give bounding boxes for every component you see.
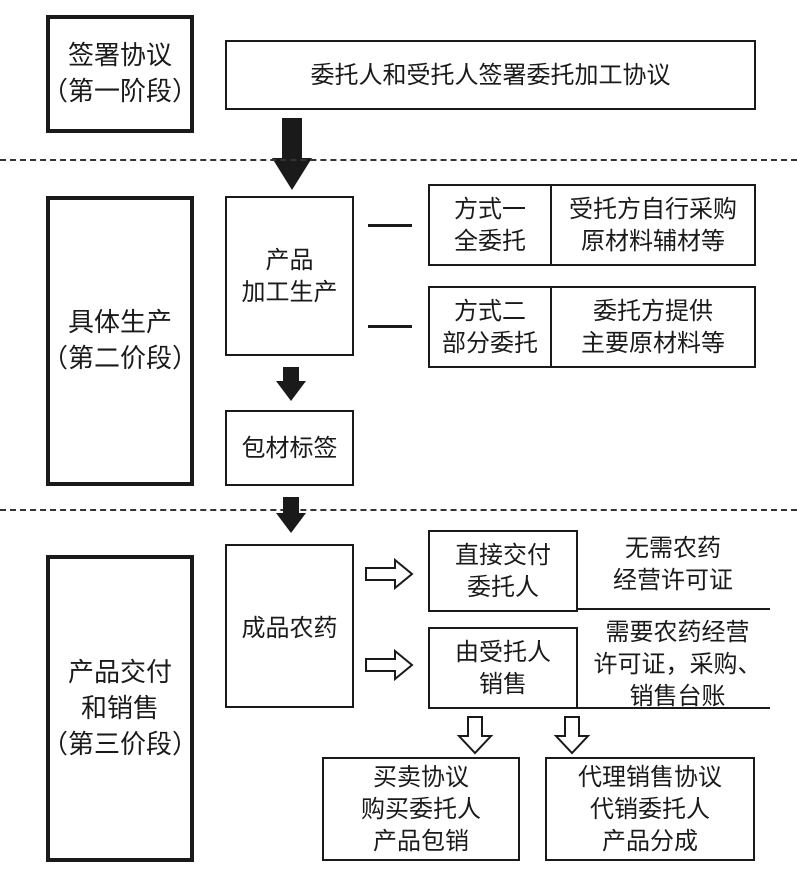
consignment-agreement-box: 代理销售协议 代销委托人 产品分成 (545, 757, 755, 861)
mode-2-name: 方式二 部分委托 (430, 288, 552, 366)
stage-2-box: 具体生产 （第二价段） (42, 196, 198, 486)
mode-1-desc-line1: 受托方自行采购 (569, 195, 737, 223)
direct-delivery-line1: 直接交付 (455, 541, 551, 569)
mode-1-name-line2: 全委托 (454, 227, 526, 255)
stage-divider-2 (0, 509, 797, 511)
buyout-line3: 产品包销 (373, 827, 469, 855)
direct-note-line1: 无需农药 (625, 534, 721, 562)
agent-note-line1: 需要农药经营 (605, 618, 750, 646)
stage-1-box: 签署协议 （第一阶段） (42, 15, 198, 133)
agent-sales-line1: 由受托人 (455, 638, 551, 666)
stage-2-title: 具体生产 (67, 308, 172, 338)
down-arrow-icon (276, 497, 306, 533)
stage-3-title: 产品交付 (67, 657, 172, 688)
sign-agreement-text: 委托人和受托人签署委托加工协议 (310, 61, 671, 89)
agent-sales-note: 需要农药经营 许可证，采购、 销售台账 (585, 616, 770, 712)
mode-2-desc-line2: 主要原材料等 (581, 329, 725, 357)
buyout-line1: 买卖协议 (373, 763, 469, 791)
stage-3-title-2: 和销售 (80, 693, 159, 724)
stage-3-subtitle: （第三价段） (42, 729, 199, 760)
agent-note-line3: 销售台账 (629, 682, 726, 710)
mode-2-desc: 委托方提供 主要原材料等 (552, 288, 754, 366)
consign-line1: 代理销售协议 (578, 763, 722, 791)
consign-line2: 代销委托人 (590, 795, 710, 823)
stage-1-subtitle: （第一阶段） (42, 77, 199, 107)
mode-1-box: 方式一 全委托 受托方自行采购 原材料辅材等 (428, 184, 756, 266)
down-arrow-icon (456, 716, 494, 755)
agent-sales-line2: 销售 (479, 670, 527, 698)
product-processing-line1: 产品 (265, 246, 314, 274)
mode-2-name-line2: 部分委托 (442, 329, 538, 357)
connector-line-mode2 (368, 325, 412, 328)
stage-1-title: 签署协议 (67, 41, 172, 71)
direct-note-underline (576, 608, 770, 610)
direct-note-line2: 经营许可证 (613, 566, 733, 594)
right-arrow-icon (365, 648, 414, 682)
finished-pesticide-text: 成品农药 (241, 614, 338, 642)
direct-delivery-box: 直接交付 委托人 (428, 530, 578, 612)
stage-2-subtitle: （第二价段） (42, 344, 199, 374)
consign-line3: 产品分成 (602, 827, 698, 855)
mode-2-desc-line1: 委托方提供 (593, 297, 713, 325)
down-arrow-icon (272, 118, 312, 190)
agent-note-underline (576, 707, 770, 709)
down-arrow-icon (276, 367, 306, 401)
mode-2-box: 方式二 部分委托 委托方提供 主要原材料等 (428, 286, 756, 368)
finished-pesticide-box: 成品农药 (225, 544, 354, 708)
mode-1-desc: 受托方自行采购 原材料辅材等 (552, 186, 754, 264)
mode-1-name-line1: 方式一 (454, 195, 526, 223)
direct-delivery-note: 无需农药 经营许可证 (588, 532, 758, 596)
sign-agreement-box: 委托人和受托人签署委托加工协议 (225, 40, 756, 110)
product-processing-line2: 加工生产 (241, 278, 338, 306)
mode-2-name-line1: 方式二 (454, 297, 526, 325)
agent-sales-box: 由受托人 销售 (428, 627, 578, 709)
down-arrow-icon (553, 716, 591, 755)
buyout-line2: 购买委托人 (361, 795, 481, 823)
packaging-label-text: 包材标签 (241, 434, 338, 462)
mode-1-name: 方式一 全委托 (430, 186, 552, 264)
connector-line-mode1 (368, 224, 412, 227)
agent-note-line2: 许可证，采购、 (593, 650, 762, 678)
mode-1-desc-line2: 原材料辅材等 (581, 227, 725, 255)
stage-3-box: 产品交付 和销售 （第三价段） (42, 555, 198, 862)
packaging-label-box: 包材标签 (225, 410, 354, 486)
product-processing-box: 产品 加工生产 (225, 196, 354, 356)
buyout-agreement-box: 买卖协议 购买委托人 产品包销 (322, 757, 520, 861)
right-arrow-icon (365, 557, 414, 591)
stage-divider-1 (0, 159, 797, 161)
direct-delivery-line2: 委托人 (467, 573, 539, 601)
